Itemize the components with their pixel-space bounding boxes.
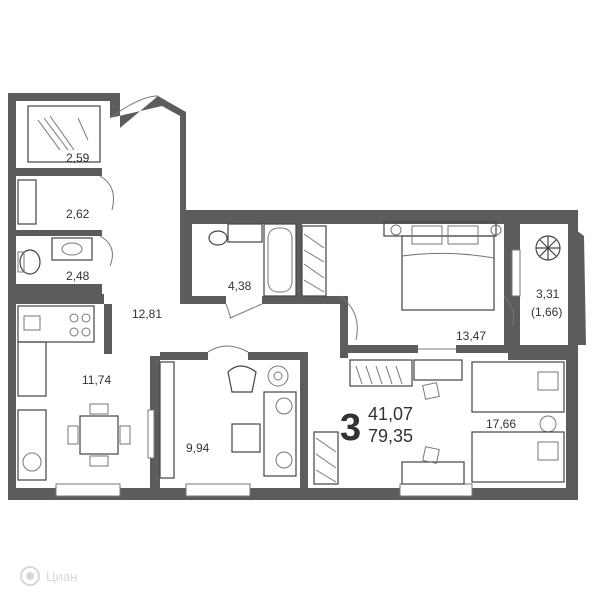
kitchen-fixtures: [17, 305, 131, 481]
walls: [8, 93, 586, 500]
plant-icon: [535, 235, 561, 261]
toilet-room-fixtures: [17, 237, 93, 275]
area-bedroom-main: 13,47: [456, 329, 486, 343]
total-area: 79,35: [368, 426, 413, 446]
bathtub-small: [27, 105, 101, 163]
area-toilet: 2,48: [66, 269, 90, 283]
sofa-icon: [263, 391, 297, 477]
sofa-icon: [17, 409, 47, 481]
washer-area: [17, 179, 37, 225]
single-bed-icon: [471, 361, 565, 413]
watermark-text: Циан: [46, 569, 77, 584]
area-bath-middle: 2,62: [66, 207, 90, 221]
bathtub-icon: [263, 223, 297, 297]
area-bedroom-kids: 17,66: [486, 417, 516, 431]
main-bathroom-fixtures: [208, 223, 297, 297]
living-room-fixtures: [159, 361, 297, 479]
apartment-summary: 3 41,07 79,35: [340, 404, 413, 449]
wardrobe-bedroom: [301, 225, 327, 297]
room-count: 3: [340, 407, 361, 449]
dining-table-icon: [79, 415, 119, 455]
area-hallway: 12,81: [132, 307, 162, 321]
living-area: 41,07: [368, 404, 413, 424]
area-labels: 2,59 2,62 2,48 12,81 4,38 13,47 3,31 (1,…: [66, 151, 562, 455]
area-bathroom-top: 2,59: [66, 151, 90, 165]
armchair-icon: [227, 365, 257, 393]
toilet-icon: [208, 230, 228, 246]
double-bed: [383, 221, 502, 311]
toilet-icon: [19, 249, 41, 275]
desk-icon: [401, 461, 465, 485]
area-bathroom-main: 4,38: [228, 279, 252, 293]
area-living-room: 9,94: [186, 441, 210, 455]
kids-room-fixtures: [313, 359, 565, 485]
area-balcony-reduced: (1,66): [531, 305, 562, 319]
area-kitchen: 11,74: [82, 373, 111, 387]
area-balcony: 3,31: [536, 287, 560, 301]
target-icon: [20, 566, 40, 586]
doors: [99, 95, 515, 353]
single-bed-icon: [471, 431, 565, 483]
desk-icon: [413, 359, 463, 381]
watermark: Циан: [20, 566, 77, 586]
